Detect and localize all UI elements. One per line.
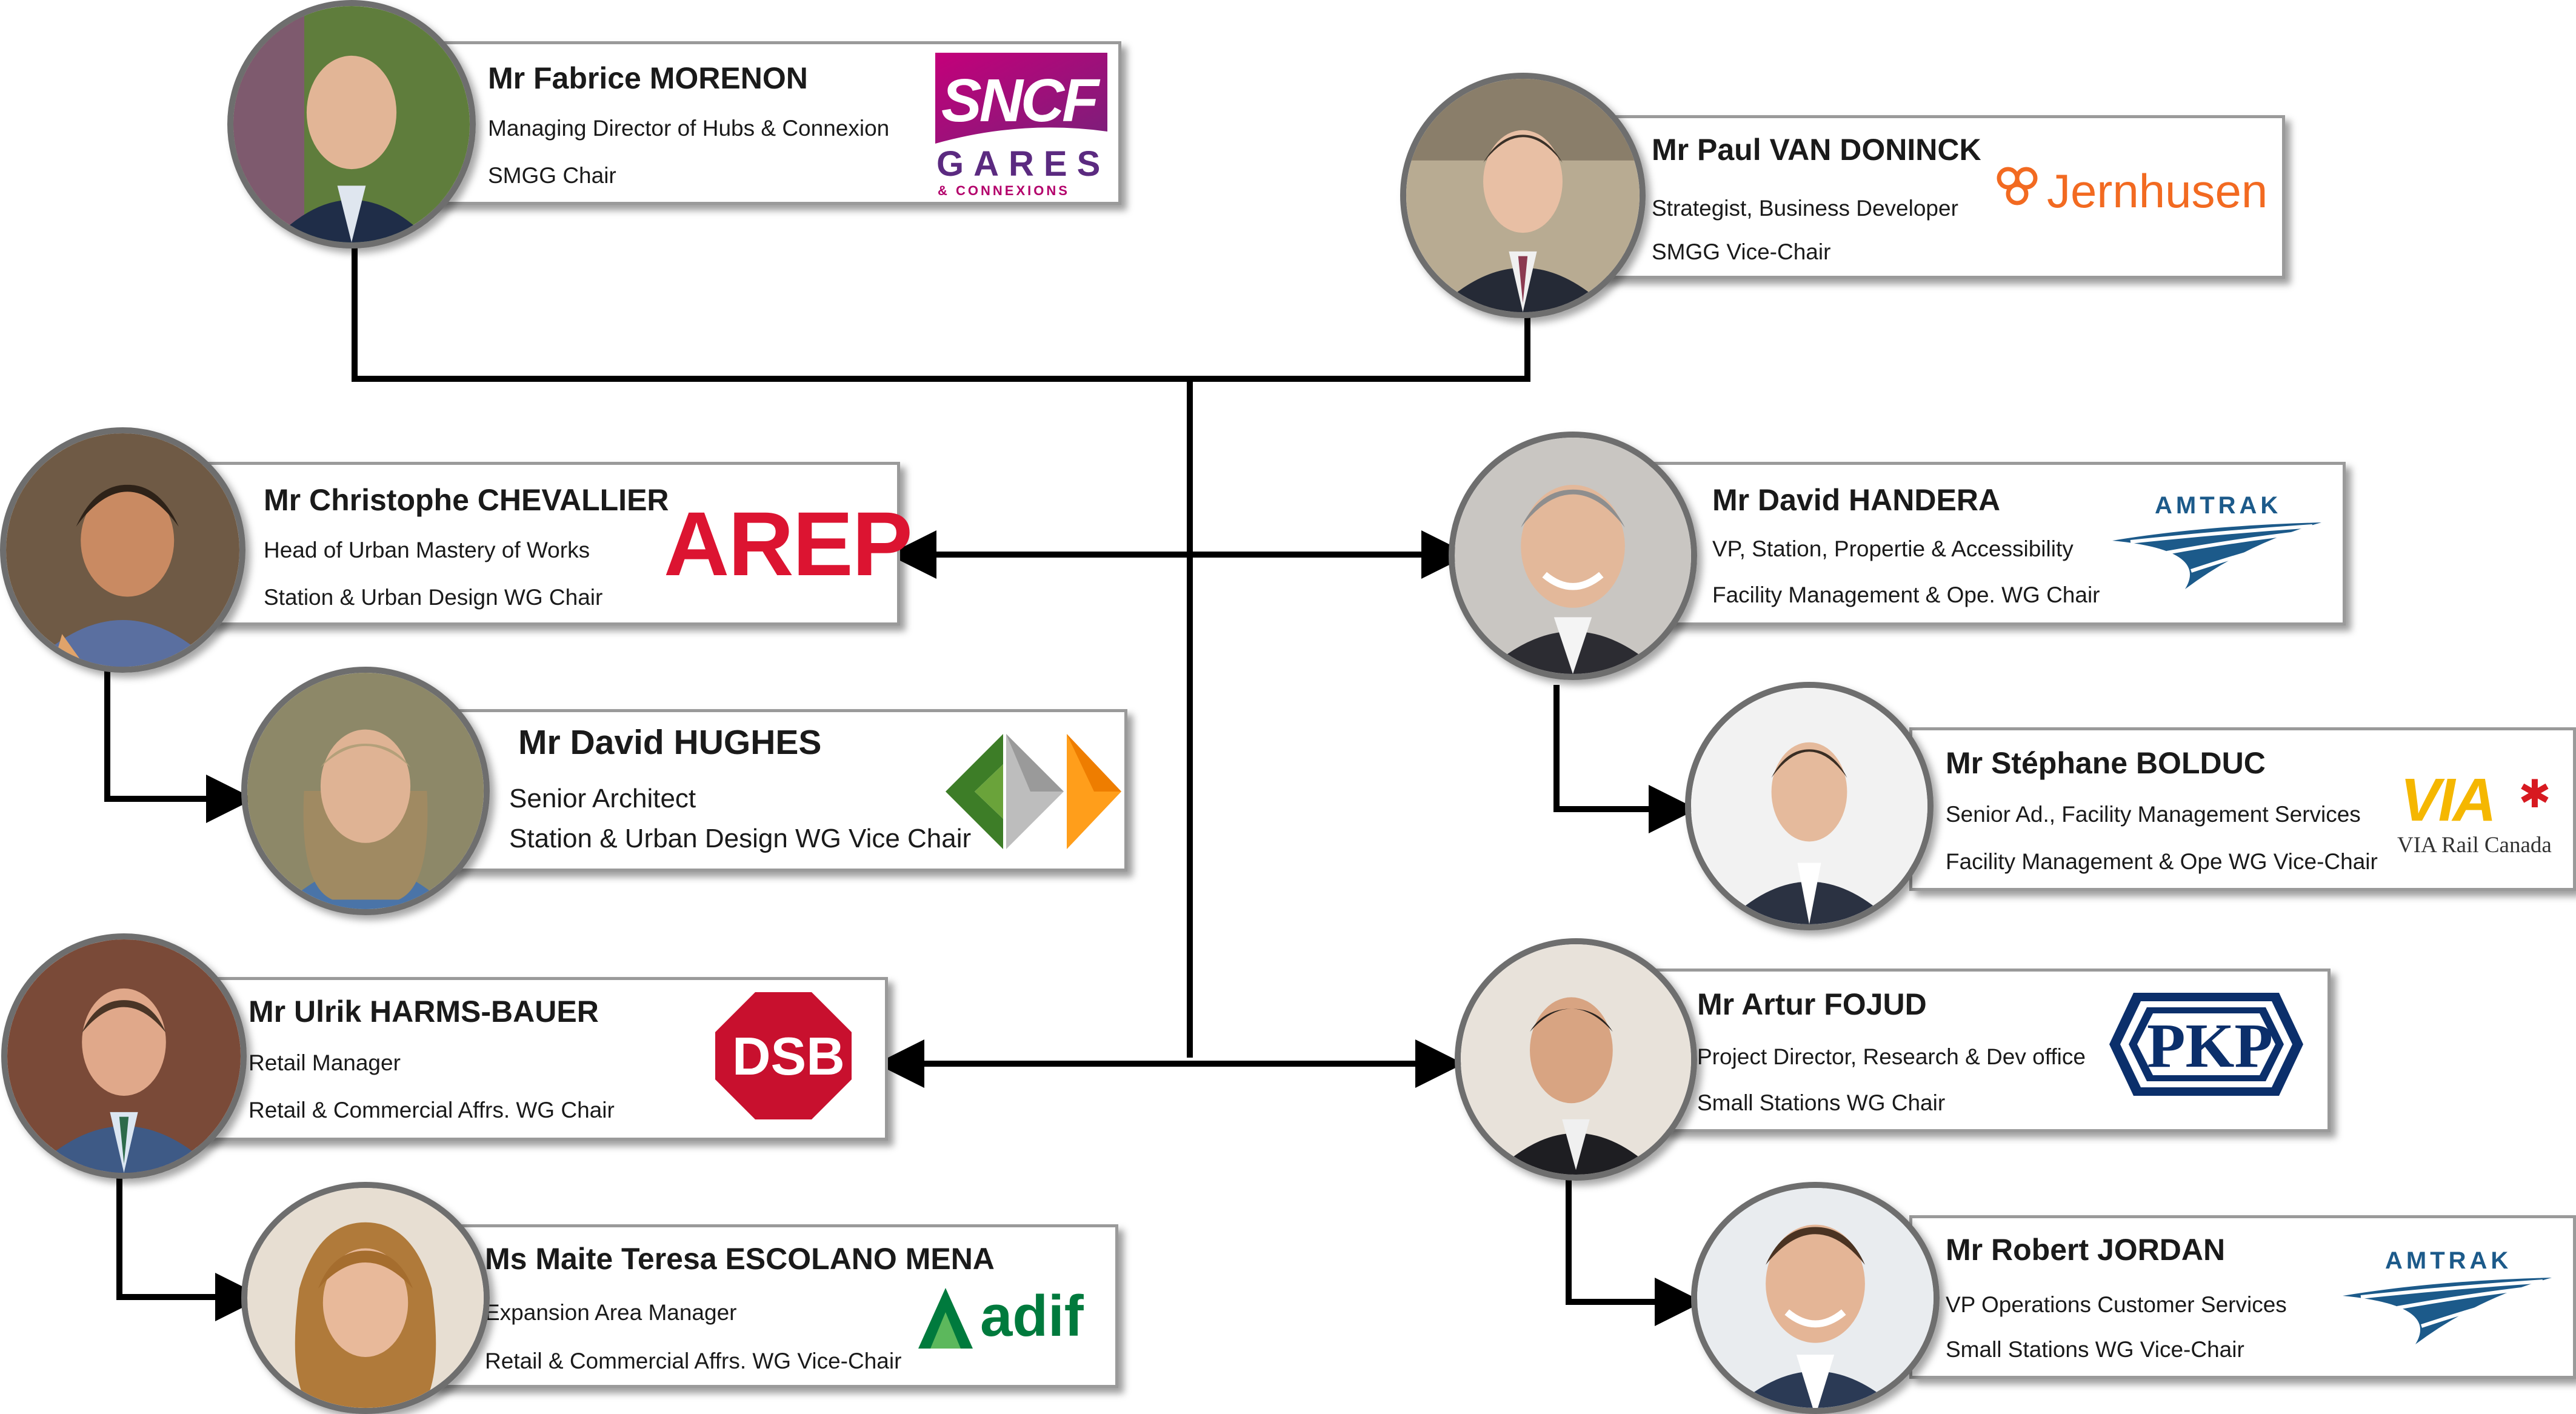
member-role-secondary: Small Stations WG Vice-Chair <box>1946 1337 2244 1362</box>
member-name: Mr Paul VAN DONINCK <box>1652 133 1981 167</box>
member-card-bolduc: Mr Stéphane BOLDUC Senior Ad., Facility … <box>1909 727 2576 891</box>
avatar-bolduc <box>1685 682 1934 930</box>
member-role: Retail Manager <box>249 1050 401 1075</box>
avatar-fojud <box>1455 938 1697 1181</box>
member-card-escolano: Ms Maite Teresa ESCOLANO MENA Expansion … <box>430 1224 1118 1388</box>
member-name: Ms Maite Teresa ESCOLANO MENA <box>485 1242 995 1276</box>
member-name: Mr Ulrik HARMS-BAUER <box>249 995 599 1029</box>
member-role-secondary: Station & Urban Design WG Chair <box>264 585 603 610</box>
adif-wordmark: adif <box>980 1284 1084 1349</box>
jernhusen-wordmark: Jernhusen <box>2047 164 2268 218</box>
member-role-secondary: Facility Management & Ope WG Vice-Chair <box>1946 849 2378 874</box>
arep-logo: AREP <box>664 493 913 595</box>
member-card-handera: Mr David HANDERA VP, Station, Propertie … <box>1649 462 2346 625</box>
arrow-to-hughes <box>104 670 255 823</box>
member-card-hughes: Mr David HUGHES Senior Architect Station… <box>430 709 1127 872</box>
avatar-handera <box>1449 432 1697 680</box>
member-card-fojud: Mr Artur FOJUD Project Director, Researc… <box>1637 969 2331 1132</box>
arrow-to-escolano <box>116 1173 264 1321</box>
avatar-morenon <box>227 0 476 248</box>
member-role: VP Operations Customer Services <box>1946 1292 2287 1317</box>
amtrak-logo: AMTRAK <box>2112 492 2331 595</box>
member-name: Mr David HUGHES <box>518 723 822 762</box>
member-name: Mr David HANDERA <box>1712 483 2001 517</box>
avatar-escolano <box>241 1182 490 1414</box>
member-role: Project Director, Research & Dev office <box>1697 1044 2086 1069</box>
member-role-secondary: SMGG Vice-Chair <box>1652 239 1831 264</box>
avatar-vandoninck <box>1400 73 1646 318</box>
member-role-secondary: Facility Management & Ope. WG Chair <box>1712 582 2100 607</box>
member-role: Strategist, Business Developer <box>1652 196 1958 221</box>
member-role-secondary: Small Stations WG Chair <box>1697 1090 1946 1115</box>
dsb-logo: DSB <box>715 992 852 1119</box>
pkp-logo: PKP <box>2109 993 2303 1096</box>
arrow-to-bolduc <box>1553 685 1697 833</box>
member-name: Mr Stéphane BOLDUC <box>1946 746 2266 780</box>
pkp-wordmark: PKP <box>2147 1011 2273 1081</box>
member-role-secondary: Retail & Commercial Affrs. WG Vice-Chair <box>485 1349 902 1373</box>
member-role: VP, Station, Propertie & Accessibility <box>1712 536 2074 561</box>
avatar-hughes <box>241 667 490 915</box>
avatar-chevallier <box>0 427 245 673</box>
member-card-jordan: Mr Robert JORDAN VP Operations Customer … <box>1909 1215 2576 1379</box>
dsb-wordmark: DSB <box>732 1026 845 1086</box>
member-card-chevallier: Mr Christophe CHEVALLIER Head of Urban M… <box>194 462 913 625</box>
via-rail-logo: VIA ✱ VIA Rail Canada <box>2397 766 2573 858</box>
via-wordmark: VIA <box>2400 766 2497 834</box>
chevron-logo <box>946 734 1121 849</box>
member-role: Senior Architect <box>509 784 696 813</box>
arrow-to-jordan <box>1566 1164 1703 1326</box>
member-card-vandoninck: Mr Paul VAN DONINCK Strategist, Business… <box>1576 115 2285 279</box>
member-role: Expansion Area Manager <box>485 1300 737 1325</box>
gares-wordmark: GARES <box>936 144 1110 184</box>
jernhusen-logo: Jernhusen <box>1991 164 2282 218</box>
adif-logo: adif <box>912 1284 1112 1355</box>
member-role: Managing Director of Hubs & Connexion <box>488 116 890 141</box>
via-rail-canada-wordmark: VIA Rail Canada <box>2397 833 2552 858</box>
member-role-secondary: SMGG Chair <box>488 163 616 188</box>
member-card-morenon: Mr Fabrice MORENON Managing Director of … <box>424 41 1121 205</box>
member-name: Mr Robert JORDAN <box>1946 1233 2226 1267</box>
member-role: Head of Urban Mastery of Works <box>264 538 590 562</box>
amtrak-wordmark: AMTRAK <box>2385 1247 2512 1274</box>
connexions-wordmark: & CONNEXIONS <box>938 183 1070 198</box>
avatar-harmsbauer <box>1 933 247 1179</box>
member-role-secondary: Retail & Commercial Affrs. WG Chair <box>249 1098 615 1122</box>
member-role-secondary: Station & Urban Design WG Vice Chair <box>509 824 972 853</box>
member-role: Senior Ad., Facility Management Services <box>1946 802 2361 827</box>
sncf-wordmark: SNCF <box>941 67 1099 135</box>
amtrak-wordmark: AMTRAK <box>2155 492 2282 519</box>
member-card-harmsbauer: Mr Ulrik HARMS-BAUER Retail Manager Reta… <box>185 977 888 1141</box>
maple-leaf-icon: ✱ <box>2518 772 2551 816</box>
amtrak-logo: AMTRAK <box>2343 1247 2561 1350</box>
sncf-gares-logo: SNCF GARES & CONNEXIONS <box>930 53 1112 198</box>
member-name: Mr Artur FOJUD <box>1697 987 1927 1021</box>
member-name: Mr Christophe CHEVALLIER <box>264 483 669 517</box>
chair-connector <box>352 242 1530 382</box>
avatar-jordan <box>1691 1182 1940 1414</box>
member-name: Mr Fabrice MORENON <box>488 61 808 95</box>
